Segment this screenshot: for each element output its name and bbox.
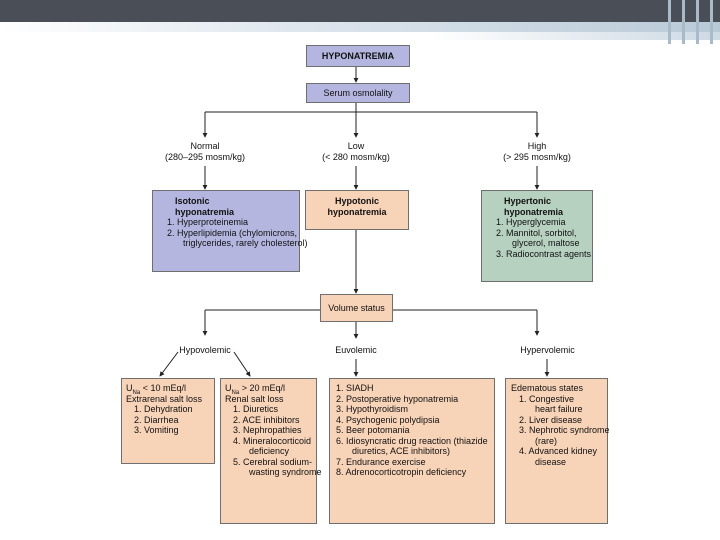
volume-status-box: Volume status	[320, 294, 393, 322]
list-item: 8. Adrenocorticotropin deficiency	[336, 467, 467, 477]
list-item: 5. Cerebral sodium-	[233, 456, 313, 467]
isotonic-hyponatremia-box: Isotonic hyponatremia 1. Hyperproteinemi…	[152, 190, 308, 272]
renal-salt-loss-box: UNa > 20 mEq/l Renal salt loss 1. Diuret…	[220, 378, 322, 524]
list-item: 3. Vomiting	[134, 425, 179, 435]
renal-una-condition: UNa > 20 mEq/l	[225, 383, 285, 396]
list-item: deficiency	[249, 446, 290, 456]
branch-hypovolemic: Hypovolemic	[179, 345, 231, 355]
list-item: 4. Psychogenic polydipsia	[336, 414, 440, 425]
branch-normal: Normal (280–295 mosm/kg)	[164, 141, 246, 162]
hypotonic-hyponatremia-box: Hypotonic hyponatremia	[305, 190, 409, 230]
list-item: wasting syndrome	[249, 467, 322, 477]
euvolemic-causes-list: 1. SIADH 2. Postoperative hyponatremia 3…	[336, 383, 491, 478]
list-item: glycerol, maltose	[512, 238, 580, 248]
list-item: 2. Mannitol, sorbitol,	[496, 227, 577, 238]
list-item: 1. Diuretics	[233, 404, 279, 414]
list-item: 4. Mineralocorticoid	[233, 435, 312, 446]
serum-osmolality-box: Serum osmolality	[306, 83, 410, 103]
slide-top-bar	[0, 0, 720, 22]
serum-osmolality-label: Serum osmolality	[323, 87, 393, 98]
list-item: 2. Liver disease	[519, 414, 583, 425]
branch-high: High (> 295 mosm/kg)	[503, 141, 571, 162]
list-item: 1. Hyperglycemia	[496, 217, 566, 227]
list-item: disease	[535, 456, 567, 467]
volume-status-label: Volume status	[328, 302, 385, 313]
branch-hypervolemic: Hypervolemic	[520, 345, 575, 355]
extrarenal-una-condition: UNa < 10 mEq/l	[126, 383, 186, 396]
slide-accent-bar-right	[430, 32, 720, 40]
list-item: (rare)	[535, 435, 557, 446]
list-item: 2. Postoperative hyponatremia	[336, 393, 459, 404]
list-item: 4. Advanced kidney	[519, 446, 598, 456]
branch-euvolemic: Euvolemic	[335, 345, 377, 355]
hyponatremia-title: HYPONATREMIA	[321, 50, 395, 61]
list-item: 2. ACE inhibitors	[233, 414, 300, 425]
list-item: 2. Diarrhea	[134, 414, 179, 425]
hyponatremia-box: HYPONATREMIA	[306, 45, 410, 67]
isotonic-causes-list: 1. Hyperproteinemia 2. Hyperlipidemia (c…	[159, 217, 308, 249]
corner-decoration	[660, 0, 720, 44]
list-item: 3. Nephrotic syndrome	[519, 425, 610, 435]
list-item: 1. SIADH	[336, 383, 374, 393]
list-item: 1. Dehydration	[134, 404, 193, 414]
list-item: 5. Beer potomania	[336, 425, 410, 435]
edematous-states-box: Edematous states 1. Congestive heart fai…	[505, 378, 610, 524]
extrarenal-causes-list: 1. Dehydration 2. Diarrhea 3. Vomiting	[126, 404, 211, 436]
slide-accent-bar	[0, 22, 720, 32]
list-item: 1. Congestive	[519, 393, 575, 404]
branch-low: Low (< 280 mosm/kg)	[322, 141, 390, 162]
edematous-causes-list: 1. Congestive heart failure 2. Liver dis…	[511, 393, 610, 468]
list-item: diuretics, ACE inhibitors)	[352, 446, 451, 456]
list-item: triglycerides, rarely cholesterol)	[183, 238, 308, 248]
list-item: heart failure	[535, 404, 583, 414]
list-item: 1. Hyperproteinemia	[167, 217, 249, 227]
extrarenal-salt-loss-box: UNa < 10 mEq/l Extrarenal salt loss 1. D…	[121, 378, 215, 464]
list-item: 3. Hypothyroidism	[336, 404, 409, 414]
hypertonic-causes-list: 1. Hyperglycemia 2. Mannitol, sorbitol, …	[488, 217, 592, 259]
list-item: 6. Idiosyncratic drug reaction (thiazide	[336, 435, 488, 446]
renal-causes-list: 1. Diuretics 2. ACE inhibitors 3. Nephro…	[225, 404, 322, 478]
list-item: 7. Endurance exercise	[336, 456, 426, 467]
list-item: 3. Radiocontrast agents	[496, 248, 592, 259]
list-item: 2. Hyperlipidemia (chylomicrons,	[167, 227, 298, 238]
euvolemic-causes-box: 1. SIADH 2. Postoperative hyponatremia 3…	[329, 378, 495, 524]
list-item: 3. Nephropathies	[233, 425, 302, 435]
hypertonic-hyponatremia-box: Hypertonic hyponatremia 1. Hyperglycemia…	[481, 190, 593, 282]
